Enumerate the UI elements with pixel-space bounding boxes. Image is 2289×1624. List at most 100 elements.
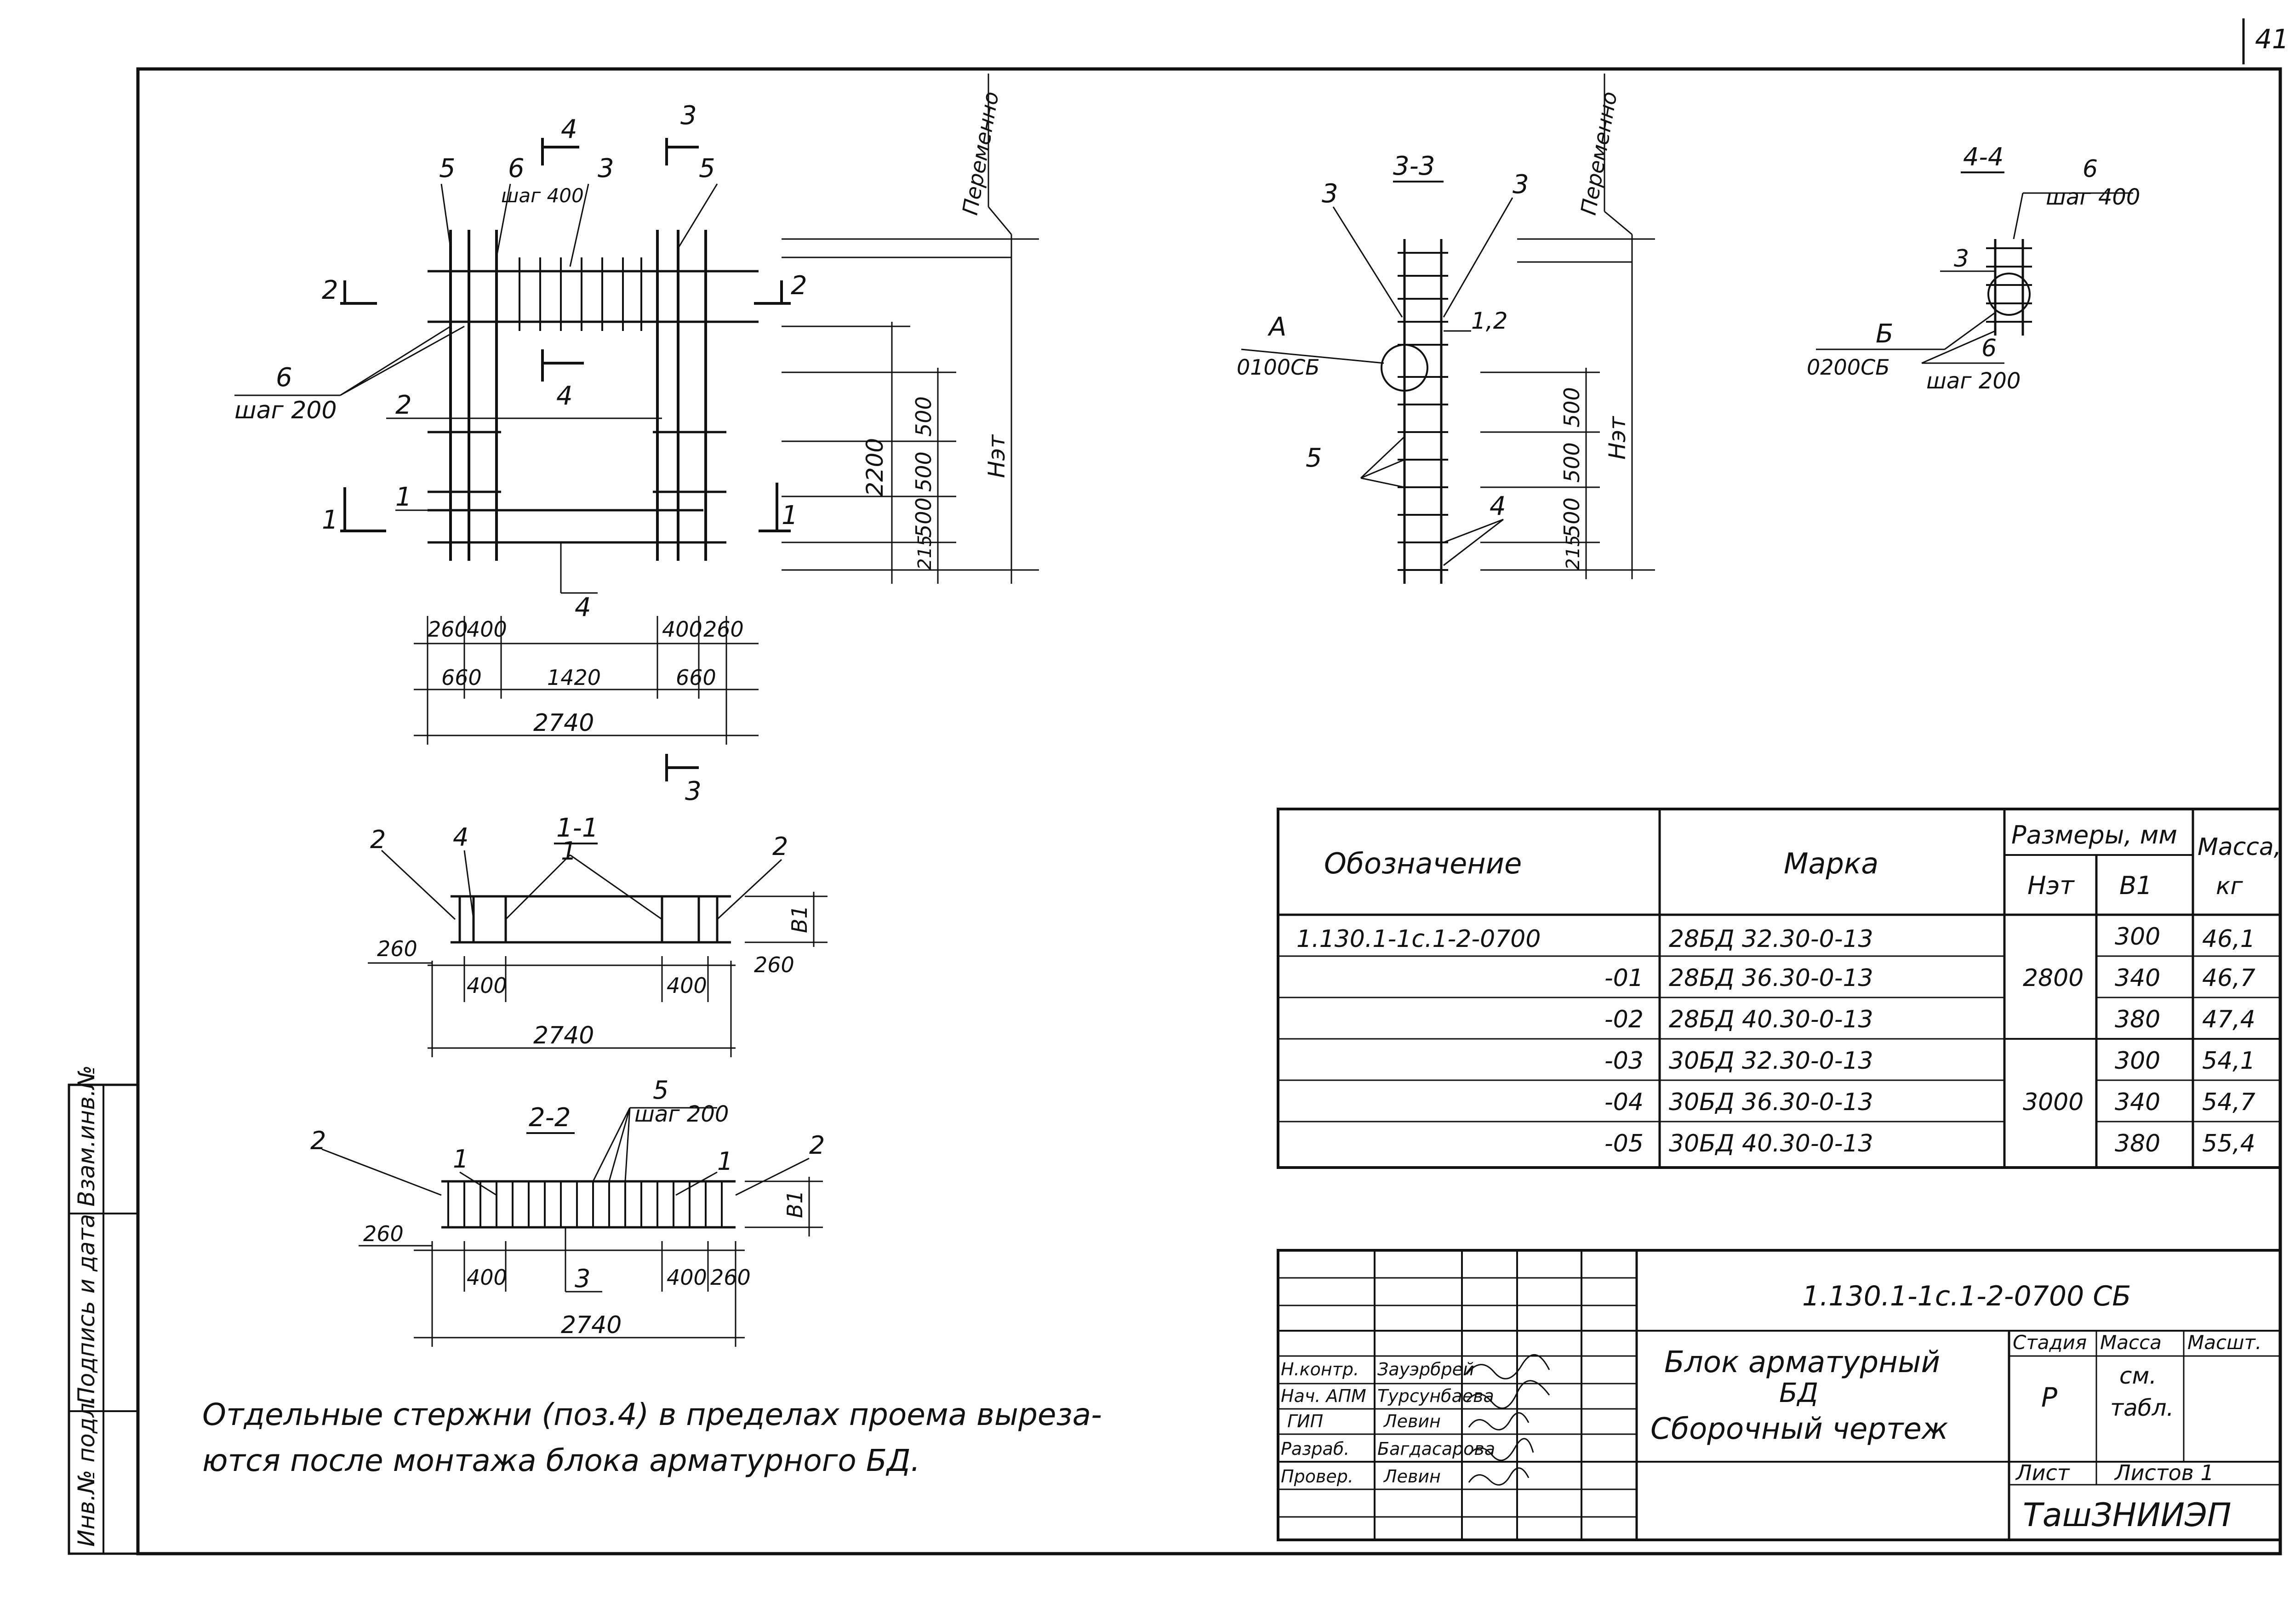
row-1-designation: -01 <box>1604 964 1644 992</box>
s33-h-label: Нэт <box>1604 416 1631 460</box>
row-5-b: 380 <box>2115 1130 2160 1157</box>
s22-dim-400-a: 400 <box>467 1265 507 1290</box>
s33-dim-500-c: 500 <box>1559 497 1584 538</box>
row-0-designation: 1.130.1-1с.1-2-0700 <box>1296 925 1541 953</box>
hdr-sizes: Размеры, мм <box>2011 821 2177 849</box>
tb-sheets-label: Листов 1 <box>2114 1460 2214 1485</box>
cut-2-left: 2 <box>322 275 338 305</box>
pos-1: 1 <box>395 482 412 512</box>
s22-b1: В1 <box>782 1190 807 1218</box>
h-label: Нэт <box>983 434 1010 478</box>
tb-mass-value-1: см. <box>2119 1362 2157 1389</box>
s11-dim-400-b: 400 <box>667 973 707 998</box>
hdr-mass-unit: кг <box>2216 872 2243 900</box>
section-4-4: 4-4 6 шаг 400 3 Б 0200СБ 6 шаг 200 <box>1807 142 2140 394</box>
variable-label: Переменно <box>958 90 1004 217</box>
dim-660-b: 660 <box>676 665 716 690</box>
s33-pos-3-left: 3 <box>1322 179 1338 209</box>
tb-name-1: Блок арматурный <box>1664 1345 1940 1379</box>
row-1-mass: 46,7 <box>2202 964 2255 992</box>
row-5-mark: 30БД 40.30-0-13 <box>1669 1130 1873 1157</box>
dim-top-260-b: 260 <box>703 617 744 642</box>
s11-dim-2740: 2740 <box>533 1022 594 1049</box>
row-3-designation: -03 <box>1604 1047 1644 1075</box>
pos-2: 2 <box>395 390 412 420</box>
cut-3-bottom: 3 <box>685 776 702 806</box>
s11-pos-2-right: 2 <box>772 832 788 861</box>
row-4-mark: 30БД 36.30-0-13 <box>1669 1088 1873 1116</box>
s44-step-200: шаг 200 <box>1926 368 2021 394</box>
hdr-h: Нэт <box>2027 871 2075 900</box>
node-b-ref: 0200СБ <box>1807 355 1890 380</box>
s22-dim-2740: 2740 <box>561 1311 622 1339</box>
section-2-2: 2-2 <box>310 1076 825 1347</box>
node-b-label: Б <box>1876 319 1893 349</box>
s33-label-12: 1,2 <box>1471 308 1508 334</box>
section-3-3: 3-3 <box>1237 74 1655 584</box>
s33-pos-3-right: 3 <box>1513 170 1529 199</box>
dim-2740: 2740 <box>533 709 594 737</box>
row-group-2-h: 3000 <box>2023 1088 2084 1116</box>
pos-5-left: 5 <box>439 154 456 183</box>
row-2-designation: -02 <box>1604 1006 1644 1033</box>
s44-pos-6-top: 6 <box>2083 155 2098 183</box>
row-4-mass: 54,7 <box>2202 1088 2255 1116</box>
s44-pos-3: 3 <box>1954 245 1969 273</box>
page-number: 41 <box>2255 23 2289 55</box>
section-22-title: 2-2 <box>529 1103 571 1133</box>
tb-name-2: БД <box>1779 1377 1818 1408</box>
s44-pos-6-bottom: 6 <box>1981 335 1997 362</box>
sign-label: Подпись и дата <box>73 1214 100 1404</box>
pos-5-right: 5 <box>699 154 715 183</box>
tb-mass-label: Масса <box>2100 1331 2162 1354</box>
s22-dim-400-b: 400 <box>667 1265 707 1290</box>
row-2-b: 380 <box>2115 1006 2160 1033</box>
row-5-designation: -05 <box>1604 1130 1644 1157</box>
row-2-mark: 28БД 40.30-0-13 <box>1669 1006 1873 1033</box>
s22-dim-260-a: 260 <box>363 1221 404 1246</box>
row-3-mass: 54,1 <box>2202 1047 2255 1075</box>
tb-stage-label: Стадия <box>2013 1331 2087 1354</box>
tb-stage-value: Р <box>2041 1382 2057 1413</box>
tb-code: 1.130.1-1с.1-2-0700 СБ <box>1802 1280 2131 1312</box>
tb-name-3: Сборочный чертеж <box>1650 1412 1948 1446</box>
s11-pos-4: 4 <box>453 823 468 852</box>
row-0-mark: 28БД 32.30-0-13 <box>1669 925 1873 953</box>
row-0-mass: 46,1 <box>2202 925 2255 953</box>
tb-sheet-label: Лист <box>2015 1460 2070 1485</box>
tb-role-1: Нач. АПМ <box>1281 1386 1366 1406</box>
s22-pos-2-right: 2 <box>809 1131 825 1160</box>
s11-b1: В1 <box>787 905 812 933</box>
s11-dim-260-b: 260 <box>754 952 794 977</box>
step-200-label: шаг 200 <box>234 397 337 424</box>
s22-pos-5: 5 <box>653 1076 668 1105</box>
cut-1-right: 1 <box>782 501 798 530</box>
hdr-designation: Обозначение <box>1324 847 1522 880</box>
s22-pos-2-left: 2 <box>310 1126 326 1155</box>
cut-2-right: 2 <box>791 271 807 301</box>
node-b-circle <box>1987 273 2031 316</box>
dim-2200: 2200 <box>862 438 888 496</box>
s22-pos-1-right: 1 <box>717 1147 733 1176</box>
dim-215: 215 <box>914 535 936 570</box>
row-1-b: 340 <box>2115 964 2160 992</box>
s33-dim-500-b: 500 <box>1559 442 1584 483</box>
s11-dim-400-a: 400 <box>467 973 507 998</box>
dim-top-400-a: 400 <box>467 617 507 642</box>
s33-dim-215: 215 <box>1563 535 1584 570</box>
hdr-mark: Марка <box>1784 847 1878 880</box>
tb-role-0: Н.контр. <box>1281 1359 1359 1379</box>
pos-6-left: 6 <box>276 363 292 393</box>
row-2-mass: 47,4 <box>2202 1006 2255 1033</box>
dim-500-b: 500 <box>911 451 936 492</box>
cut-3-label: 3 <box>680 101 697 131</box>
row-1-mark: 28БД 36.30-0-13 <box>1669 964 1873 992</box>
tb-rname-1: Турсунбаева <box>1377 1386 1494 1406</box>
hdr-b: В1 <box>2119 871 2152 900</box>
node-a-label: А <box>1267 312 1286 342</box>
node-a-ref: 0100СБ <box>1237 355 1320 380</box>
tb-role-3: Разраб. <box>1281 1439 1349 1459</box>
pos-4: 4 <box>575 593 591 622</box>
s33-dim-500-a: 500 <box>1559 387 1584 427</box>
